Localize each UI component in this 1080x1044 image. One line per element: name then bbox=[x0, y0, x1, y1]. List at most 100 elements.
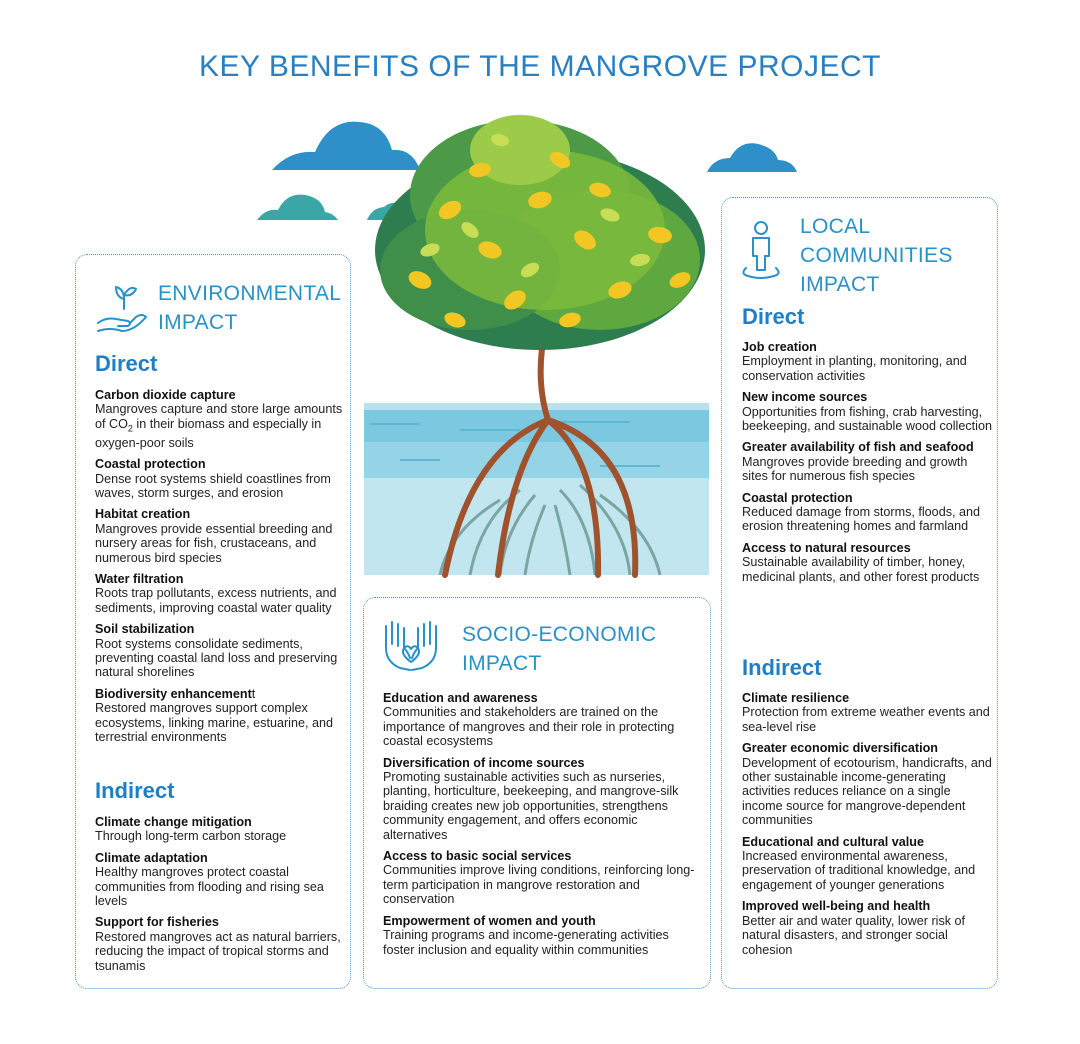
item-heading: Greater availability of fish and seafood bbox=[742, 440, 974, 455]
item-text: Better air and water quality, lower risk… bbox=[742, 913, 966, 957]
local-title-line1: LOCAL bbox=[800, 215, 871, 238]
cloud-icon bbox=[272, 121, 420, 170]
list-item: Access to basic social services Communit… bbox=[383, 849, 701, 907]
list-item: Coastal protection Dense root systems sh… bbox=[95, 457, 343, 500]
item-text: Restored mangroves act as natural barrie… bbox=[95, 929, 341, 973]
water-illustration bbox=[364, 403, 709, 575]
list-item: Climate resilience Protection from extre… bbox=[742, 691, 992, 734]
item-heading: Coastal protection bbox=[95, 457, 206, 472]
item-heading: Support for fisheries bbox=[95, 915, 219, 930]
item-heading: Empowerment of women and youth bbox=[383, 913, 596, 928]
item-heading: Climate resilience bbox=[742, 691, 850, 705]
page-title: KEY BENEFITS OF THE MANGROVE PROJECT bbox=[199, 50, 881, 83]
local-communities-header: LOCAL COMMUNITIES IMPACT bbox=[738, 212, 953, 299]
item-text: Communities improve living conditions, r… bbox=[383, 863, 695, 907]
item-heading: Access to basic social services bbox=[383, 849, 572, 864]
item-text: Dense root systems shield coastlines fro… bbox=[95, 471, 331, 500]
list-item: Habitat creation Mangroves provide essen… bbox=[95, 507, 343, 565]
item-heading: Greater economic diversification bbox=[742, 741, 938, 756]
item-heading: Coastal protection bbox=[742, 490, 853, 505]
list-item: New income sources Opportunities from fi… bbox=[742, 390, 992, 433]
environmental-title-line2: IMPACT bbox=[158, 311, 238, 334]
local-title-line3: IMPACT bbox=[800, 273, 880, 296]
item-heading: Habitat creation bbox=[95, 507, 191, 522]
item-heading: Carbon dioxide capture bbox=[95, 388, 236, 402]
socio-economic-list: Education and awareness Communities and … bbox=[383, 691, 701, 964]
local-indirect-heading: Indirect bbox=[742, 655, 822, 680]
item-text: Increased environmental awareness, prese… bbox=[742, 849, 976, 892]
cloud-icon bbox=[257, 194, 338, 220]
item-text: Healthy mangroves protect coastal commun… bbox=[95, 865, 324, 909]
socio-economic-impact-panel: SOCIO-ECONOMIC IMPACT Education and awar… bbox=[363, 597, 711, 989]
list-item: Access to natural resources Sustainable … bbox=[742, 541, 992, 584]
socio-economic-header: SOCIO-ECONOMIC IMPACT bbox=[380, 618, 656, 678]
list-item: Diversification of income sources Promot… bbox=[383, 756, 701, 842]
item-text: Employment in planting, monitoring, and … bbox=[742, 354, 967, 383]
hand-plant-icon bbox=[97, 286, 147, 332]
list-item: Job creation Employment in planting, mon… bbox=[742, 340, 992, 383]
roots-illustration bbox=[438, 483, 662, 576]
item-heading: Water filtration bbox=[95, 571, 184, 586]
item-text: Restored mangroves support complex ecosy… bbox=[95, 701, 333, 745]
item-text: Mangroves capture and store large amount… bbox=[95, 402, 343, 450]
environmental-impact-panel: ENVIRONMENTAL IMPACT Direct Carbon dioxi… bbox=[75, 254, 351, 989]
mangrove-illustration bbox=[257, 115, 797, 578]
person-icon bbox=[742, 221, 780, 279]
socio-economic-title-line1: SOCIO-ECONOMIC bbox=[462, 623, 657, 646]
list-item: Climate adaptation Healthy mangroves pro… bbox=[95, 851, 343, 909]
list-item: Education and awareness Communities and … bbox=[383, 691, 701, 749]
environmental-indirect-list: Climate change mitigation Through long-t… bbox=[95, 815, 343, 980]
item-heading: Climate change mitigation bbox=[95, 815, 252, 829]
item-heading: Access to natural resources bbox=[742, 540, 911, 555]
item-text: Reduced damage from storms, floods, and … bbox=[742, 505, 981, 534]
item-heading: Job creation bbox=[742, 340, 817, 354]
item-text: Protection from extreme weather events a… bbox=[742, 705, 990, 734]
item-text: Sustainable availability of timber, hone… bbox=[742, 555, 980, 584]
cloud-icon bbox=[707, 143, 797, 172]
list-item: Support for fisheries Restored mangroves… bbox=[95, 915, 343, 973]
environmental-direct-list: Carbon dioxide capture Mangroves capture… bbox=[95, 388, 343, 751]
item-heading: Diversification of income sources bbox=[383, 755, 585, 770]
item-heading: New income sources bbox=[742, 390, 868, 405]
canopy-illustration bbox=[375, 115, 705, 350]
item-heading: Improved well-being and health bbox=[742, 899, 931, 914]
item-text: Training programs and income-generating … bbox=[383, 928, 669, 957]
item-heading: Climate adaptation bbox=[95, 850, 208, 865]
local-indirect-list: Climate resilience Protection from extre… bbox=[742, 691, 992, 964]
item-heading: Soil stabilization bbox=[95, 622, 195, 637]
list-item: Climate change mitigation Through long-t… bbox=[95, 815, 343, 844]
list-item: Coastal protection Reduced damage from s… bbox=[742, 491, 992, 534]
socio-economic-title-line2: IMPACT bbox=[462, 652, 542, 675]
list-item: Carbon dioxide capture Mangroves capture… bbox=[95, 388, 343, 450]
environmental-header: ENVIRONMENTAL IMPACT bbox=[94, 279, 341, 337]
hands-heart-icon bbox=[385, 621, 437, 671]
local-direct-list: Job creation Employment in planting, mon… bbox=[742, 340, 992, 591]
item-text: Through long-term carbon storage bbox=[95, 829, 287, 844]
list-item: Educational and cultural value Increased… bbox=[742, 835, 992, 893]
item-heading: Biodiversity enhancementt bbox=[95, 686, 256, 701]
item-text: Development of ecotourism, handicrafts, … bbox=[742, 755, 992, 828]
item-text: Root systems consolidate sediments, prev… bbox=[95, 636, 338, 680]
environmental-direct-heading: Direct bbox=[95, 351, 158, 376]
local-title-line2: COMMUNITIES bbox=[800, 244, 953, 267]
item-text: Communities and stakeholders are trained… bbox=[383, 705, 675, 749]
item-text: Opportunities from fishing, crab harvest… bbox=[742, 404, 992, 434]
list-item: Improved well-being and health Better ai… bbox=[742, 899, 992, 957]
item-heading: Educational and cultural value bbox=[742, 834, 924, 849]
item-text: Mangroves provide breeding and growth si… bbox=[742, 454, 968, 484]
list-item: Biodiversity enhancementt Restored mangr… bbox=[95, 687, 343, 745]
local-communities-impact-panel: LOCAL COMMUNITIES IMPACT Direct Job crea… bbox=[721, 197, 998, 989]
local-direct-heading: Direct bbox=[742, 304, 805, 329]
item-text: Mangroves provide essential breeding and… bbox=[95, 521, 333, 565]
list-item: Empowerment of women and youth Training … bbox=[383, 914, 701, 957]
list-item: Soil stabilization Root systems consolid… bbox=[95, 622, 343, 680]
item-text: Roots trap pollutants, excess nutrients,… bbox=[95, 586, 337, 615]
environmental-indirect-heading: Indirect bbox=[95, 778, 175, 803]
list-item: Greater availability of fish and seafood… bbox=[742, 440, 992, 483]
list-item: Water filtration Roots trap pollutants, … bbox=[95, 572, 343, 615]
item-text: Promoting sustainable activities such as… bbox=[383, 770, 679, 842]
item-heading: Education and awareness bbox=[383, 691, 538, 705]
trunk-illustration bbox=[442, 327, 639, 578]
list-item: Greater economic diversification Develop… bbox=[742, 741, 992, 827]
environmental-title-line1: ENVIRONMENTAL bbox=[158, 282, 342, 305]
